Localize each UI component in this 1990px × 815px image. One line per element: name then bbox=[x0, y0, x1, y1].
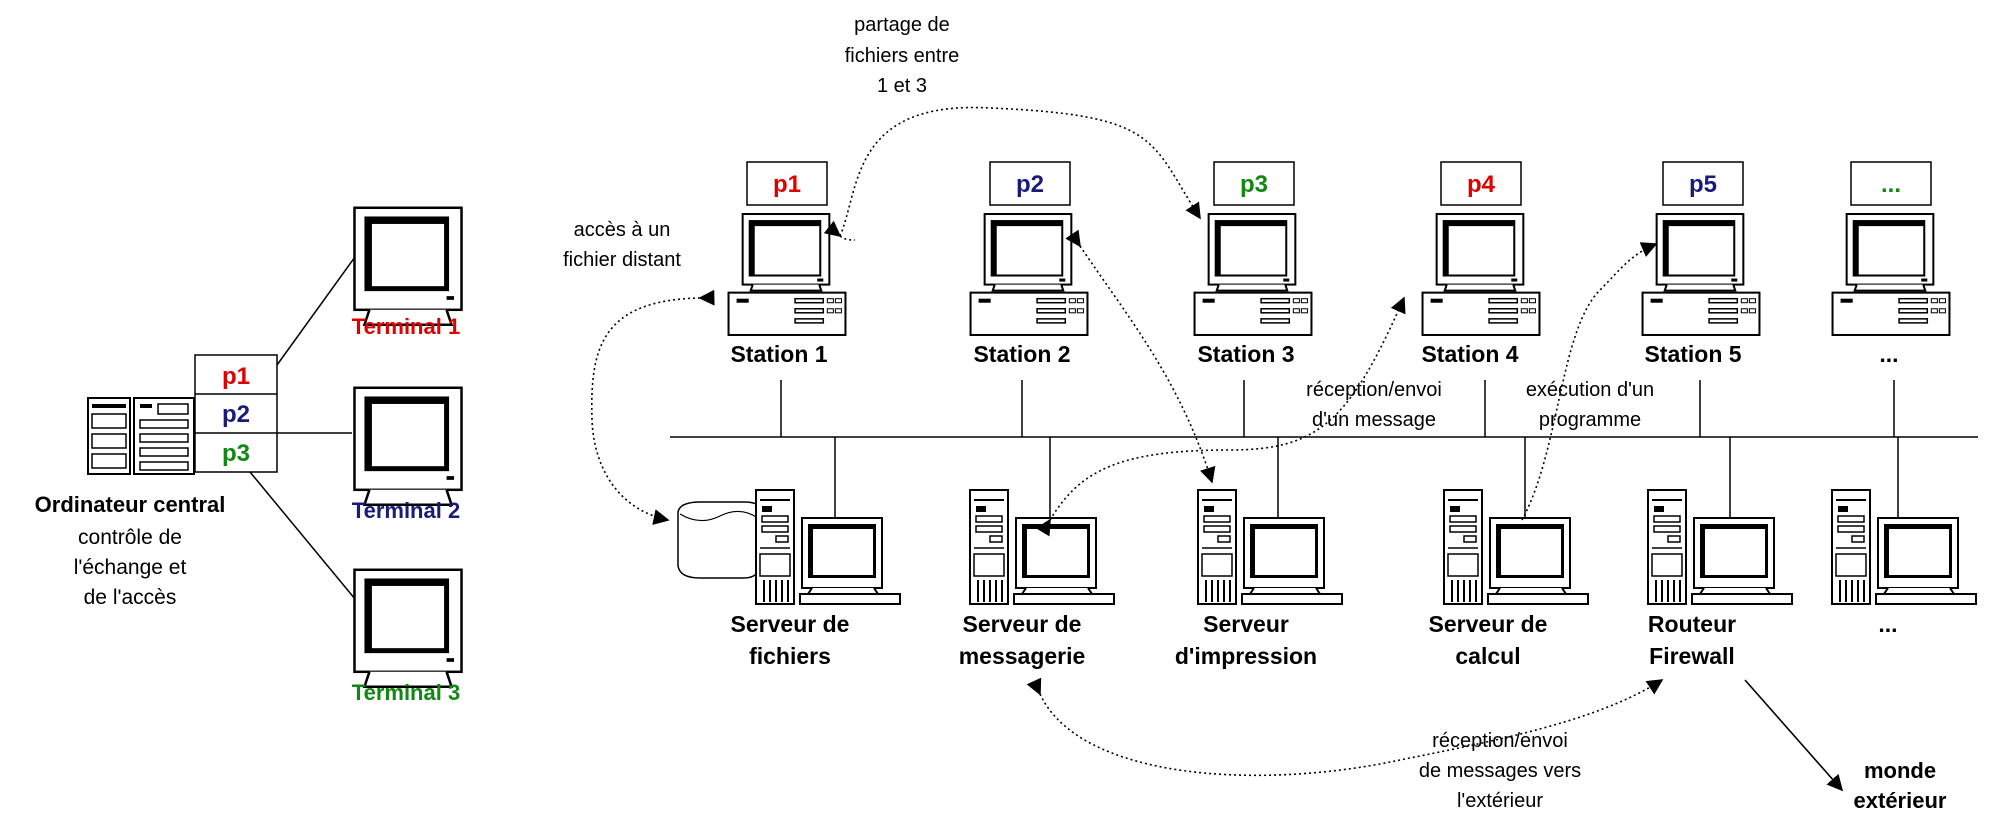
station-1-label: Station 1 bbox=[730, 341, 827, 367]
server-1-label-1: Serveur de bbox=[731, 611, 850, 637]
external-mail-note-2: de messages vers bbox=[1419, 760, 1581, 782]
mail-exchange-note-2: d'un message bbox=[1312, 409, 1436, 431]
central-process-p2: p2 bbox=[222, 401, 250, 428]
station-5-process: p5 bbox=[1689, 171, 1717, 198]
file-sharing-note-3: 1 et 3 bbox=[877, 75, 927, 97]
central-computer-desc-1: contrôle de bbox=[78, 526, 182, 549]
program-exec-note-2: programme bbox=[1539, 409, 1641, 431]
file-sharing-arrow-1 bbox=[839, 106, 1201, 237]
server-5-label-2: Firewall bbox=[1649, 643, 1735, 669]
central-process-p1: p1 bbox=[222, 363, 250, 390]
outside-world-label-2: extérieur bbox=[1854, 788, 1947, 813]
compute-server-icon bbox=[1443, 489, 1589, 605]
terminal-1-label: Terminal 1 bbox=[352, 314, 460, 339]
station-2-label: Station 2 bbox=[973, 341, 1070, 367]
external-mail-note-1: réception/envoi bbox=[1432, 730, 1568, 752]
central-computer-name: Ordinateur central bbox=[35, 492, 226, 517]
station-3-process: p3 bbox=[1240, 171, 1268, 198]
server-4-label-2: calcul bbox=[1455, 643, 1520, 669]
server-more-icon bbox=[1831, 489, 1977, 605]
station-more-icon bbox=[1831, 212, 1951, 336]
central-computer-desc-2: l'échange et bbox=[74, 556, 187, 579]
station-more-label: ... bbox=[1879, 341, 1898, 367]
file-sharing-note-1: partage de bbox=[854, 14, 950, 36]
terminal-2-icon bbox=[353, 386, 463, 506]
remote-access-note-1: accès à un bbox=[574, 219, 671, 241]
remote-access-arrow bbox=[590, 289, 715, 525]
external-mail-arrow bbox=[1026, 677, 1664, 777]
server-3-label-2: d'impression bbox=[1175, 643, 1317, 669]
print-arrow bbox=[1065, 229, 1216, 484]
program-exec-arrow bbox=[1521, 242, 1658, 521]
mail-exchange-note-1: réception/envoi bbox=[1306, 379, 1442, 401]
server-4-label-1: Serveur de bbox=[1429, 611, 1548, 637]
station-3-label: Station 3 bbox=[1197, 341, 1294, 367]
outside-world-arrow bbox=[1744, 679, 1844, 792]
server-1-label-2: fichiers bbox=[749, 643, 831, 669]
terminal-3-label: Terminal 3 bbox=[352, 680, 460, 705]
print-server-icon bbox=[1197, 489, 1343, 605]
file-sharing-arrow-2 bbox=[823, 220, 856, 241]
server-3-label-1: Serveur bbox=[1203, 611, 1289, 637]
central-process-p3: p3 bbox=[222, 440, 250, 467]
external-mail-note-3: l'extérieur bbox=[1457, 790, 1543, 812]
remote-access-note-2: fichier distant bbox=[563, 249, 681, 271]
station-4-icon bbox=[1421, 212, 1541, 336]
station-2-process: p2 bbox=[1016, 171, 1044, 198]
station-5-label: Station 5 bbox=[1644, 341, 1741, 367]
station-1-process: p1 bbox=[773, 171, 801, 198]
central-computer-desc-3: de l'accès bbox=[84, 586, 177, 609]
disk-storage-icon bbox=[677, 501, 761, 579]
station-more-process: ... bbox=[1881, 171, 1901, 198]
server-more-label: ... bbox=[1878, 611, 1897, 637]
router-firewall-icon bbox=[1647, 489, 1793, 605]
station-3-icon bbox=[1193, 212, 1313, 336]
file-sharing-note-2: fichiers entre bbox=[845, 45, 960, 67]
server-2-label-1: Serveur de bbox=[963, 611, 1082, 637]
central-computer-icon bbox=[87, 397, 195, 475]
station-4-label: Station 4 bbox=[1421, 341, 1518, 367]
station-4-process: p4 bbox=[1467, 171, 1496, 198]
station-process-boxes bbox=[746, 161, 1932, 206]
program-exec-note-1: exécution d'un bbox=[1526, 379, 1654, 401]
mail-server-icon bbox=[969, 489, 1115, 605]
station-1-icon bbox=[727, 212, 847, 336]
server-2-label-2: messagerie bbox=[959, 643, 1086, 669]
terminal-1-icon bbox=[353, 206, 463, 326]
file-server-icon bbox=[755, 489, 901, 605]
process-table: p1 p2 p3 bbox=[194, 354, 278, 473]
station-5-icon bbox=[1641, 212, 1761, 336]
terminal-3-icon bbox=[353, 568, 463, 688]
terminal-links bbox=[249, 249, 361, 606]
outside-world-label-1: monde bbox=[1864, 758, 1936, 783]
terminal-2-label: Terminal 2 bbox=[352, 498, 460, 523]
station-2-icon bbox=[969, 212, 1089, 336]
server-5-label-1: Routeur bbox=[1648, 611, 1736, 637]
